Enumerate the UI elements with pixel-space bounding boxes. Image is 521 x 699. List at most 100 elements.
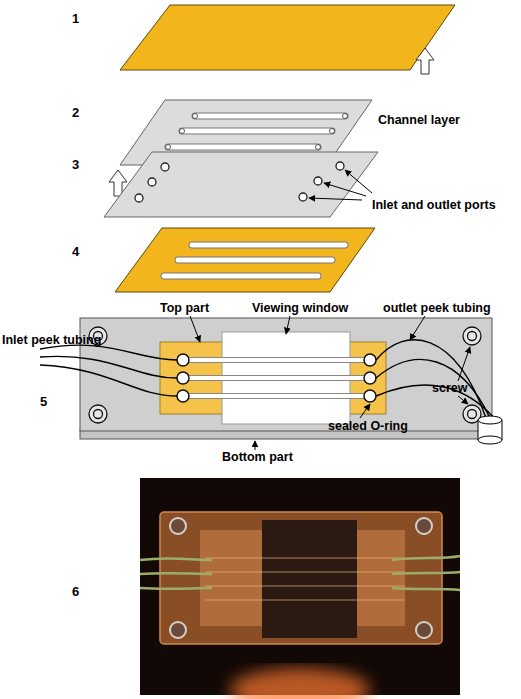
- channel: [183, 358, 370, 362]
- o-ring-group: [177, 354, 376, 402]
- part-label: Top part: [160, 301, 209, 315]
- leader-line: [309, 198, 362, 200]
- top-plate: [80, 318, 492, 431]
- channel: [183, 376, 370, 380]
- channel-group: [183, 360, 370, 396]
- leader-line: [286, 316, 290, 334]
- leader-group: [190, 316, 470, 450]
- channel-outline: [192, 242, 345, 249]
- collection-vial: [478, 416, 502, 444]
- photo-channel: [205, 586, 405, 587]
- port-hole: [336, 162, 344, 170]
- channel: [178, 258, 332, 263]
- port-layer: [104, 152, 378, 217]
- vial-side: [502, 420, 503, 440]
- callout-number: 6: [72, 585, 79, 599]
- channel: [192, 243, 345, 248]
- o-ring: [364, 390, 376, 402]
- part-label: sealed O-ring: [328, 419, 408, 433]
- channel-outline: [195, 113, 345, 120]
- port-hole: [161, 163, 169, 171]
- channel-port: [180, 129, 185, 134]
- photo-tube: [392, 572, 460, 574]
- channel-outline: [183, 393, 370, 399]
- callout-number: 2: [72, 106, 79, 120]
- photo-tube: [140, 572, 212, 575]
- channel-outline: [183, 375, 370, 381]
- channel-port: [193, 114, 198, 119]
- photo-glow: [230, 668, 370, 699]
- channel-outline: [178, 257, 332, 264]
- leader-line: [190, 316, 200, 342]
- leader-line: [345, 170, 372, 193]
- o-ring: [177, 354, 189, 366]
- channel-group: [164, 245, 345, 276]
- photo-device: [160, 512, 442, 644]
- o-ring: [364, 372, 376, 384]
- callout-number: 5: [40, 395, 47, 409]
- channel: [168, 145, 318, 150]
- port-hole: [135, 194, 143, 202]
- part-label: Viewing window: [252, 301, 348, 315]
- channel-port: [316, 145, 321, 150]
- tubing-group: [40, 340, 494, 418]
- leader-line: [360, 404, 370, 418]
- vial-side: [478, 420, 479, 440]
- photo-channels: [205, 558, 405, 600]
- part-label: outlet peek tubing: [383, 301, 491, 315]
- photo-background: [140, 478, 460, 695]
- channel: [164, 274, 318, 279]
- outlet-tubing: [376, 340, 486, 418]
- port-hole: [148, 178, 156, 186]
- leader-line: [458, 396, 468, 404]
- part-label: Inlet and outlet ports: [372, 198, 496, 212]
- screw-hole: [468, 410, 477, 419]
- assembly-arrow: [416, 48, 434, 74]
- vial-bottom: [478, 436, 502, 444]
- photo-window: [262, 520, 357, 638]
- o-ring: [364, 354, 376, 366]
- leader-line: [255, 441, 256, 450]
- channel-port: [343, 114, 348, 119]
- photo-tubing: [140, 556, 460, 590]
- part-label: Inlet peek tubing: [2, 333, 101, 347]
- photo-screw: [416, 622, 432, 638]
- o-ring: [177, 390, 189, 402]
- channel: [182, 129, 332, 134]
- callout-number: 4: [72, 245, 79, 259]
- outlet-tubing: [376, 360, 490, 418]
- channel-port: [166, 145, 171, 150]
- photo-screw: [170, 622, 186, 638]
- channel-outline: [168, 144, 318, 151]
- base-layer: [115, 228, 375, 292]
- callout-number: 1: [72, 12, 79, 26]
- screw-head: [463, 327, 481, 345]
- channel-outline: [183, 357, 370, 363]
- screw-hole: [94, 410, 103, 419]
- port-hole: [314, 177, 322, 185]
- screw-group: [89, 327, 481, 423]
- channel: [183, 394, 370, 398]
- leader-line: [458, 347, 470, 381]
- photo-screws: [170, 518, 432, 638]
- inlet-tubing: [40, 365, 177, 396]
- cover-layer: [120, 5, 455, 70]
- channel-outline: [164, 273, 318, 280]
- o-ring: [177, 372, 189, 384]
- callout-number: 3: [72, 158, 79, 172]
- channel-group: [166, 114, 348, 150]
- screw-hole: [468, 332, 477, 341]
- channel-port: [330, 129, 335, 134]
- photo-screw: [416, 518, 432, 534]
- channel-outline: [182, 128, 332, 135]
- leader-line: [324, 183, 366, 196]
- photo-channel: [205, 572, 405, 573]
- photo-screw: [170, 518, 186, 534]
- part-label: screw: [432, 381, 467, 395]
- photo-tube: [392, 588, 460, 590]
- channel: [195, 114, 345, 119]
- part-label: Channel layer: [378, 113, 460, 127]
- photo-channel: [205, 600, 405, 601]
- part-label: Bottom part: [222, 450, 293, 464]
